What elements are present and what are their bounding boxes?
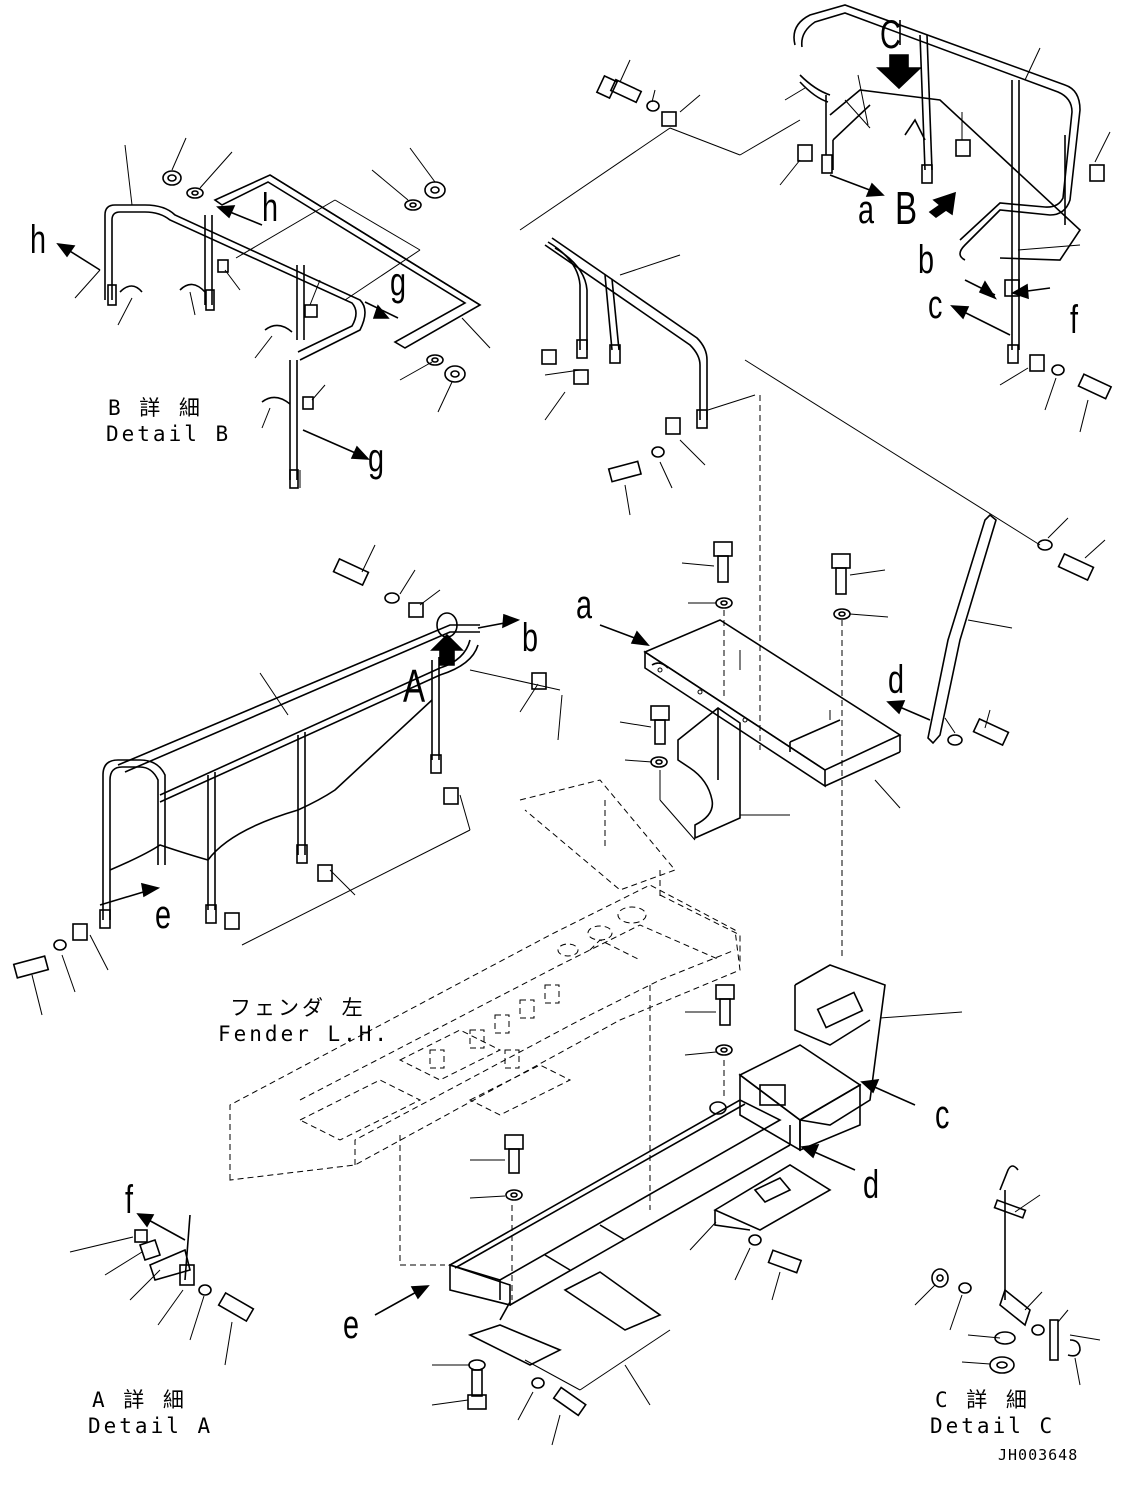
- drawing-code: JH003648: [998, 1446, 1079, 1464]
- label-a-top: a: [858, 188, 875, 232]
- caption-detail-c-en: Detail C: [930, 1414, 1056, 1438]
- caption-detail-c-jp: C 詳 細: [935, 1388, 1030, 1412]
- label-g-top: g: [390, 260, 407, 304]
- fender-side-railing: [12, 544, 563, 1016]
- label-view-a: A: [403, 660, 426, 712]
- label-f-bottom: f: [125, 1178, 134, 1222]
- step-tray-a: [599, 541, 902, 960]
- label-d-top: d: [888, 658, 905, 702]
- label-e-bottom: e: [343, 1303, 360, 1347]
- caption-detail-b-en: Detail B: [106, 422, 232, 446]
- handrail-rod: [886, 513, 1106, 747]
- label-e-mid: e: [155, 893, 172, 937]
- label-h-right: h: [262, 186, 279, 230]
- label-a-mid: a: [576, 583, 593, 627]
- fender-frame-phantom: [229, 395, 761, 1300]
- label-g-bottom: g: [368, 436, 385, 480]
- label-c-top: c: [928, 283, 943, 327]
- label-view-b: B: [895, 182, 918, 234]
- upper-rear-railing: [519, 59, 1041, 546]
- lower-step-assembly: [374, 964, 963, 1446]
- detail-a-parts: [69, 1213, 255, 1366]
- label-d-bottom: d: [863, 1163, 880, 1207]
- caption-detail-b-jp: B 詳 細: [108, 396, 203, 420]
- upper-right-railing: [779, 4, 1113, 433]
- step-cover: [659, 707, 790, 841]
- caption-fender-jp: フェンダ 左: [230, 996, 366, 1020]
- detail-c-parts: [914, 1165, 1101, 1386]
- caption-detail-a-jp: A 詳 細: [92, 1388, 187, 1412]
- label-b-mid: b: [522, 616, 539, 660]
- caption-fender-en: Fender L.H.: [218, 1022, 391, 1046]
- label-h-left: h: [30, 218, 47, 262]
- label-view-c: C: [880, 13, 901, 57]
- label-f-top: f: [1070, 298, 1079, 342]
- label-b-top: b: [918, 238, 935, 282]
- caption-detail-a-en: Detail A: [88, 1414, 214, 1438]
- detail-b-railing: [56, 137, 491, 489]
- label-c-bottom: c: [935, 1093, 950, 1137]
